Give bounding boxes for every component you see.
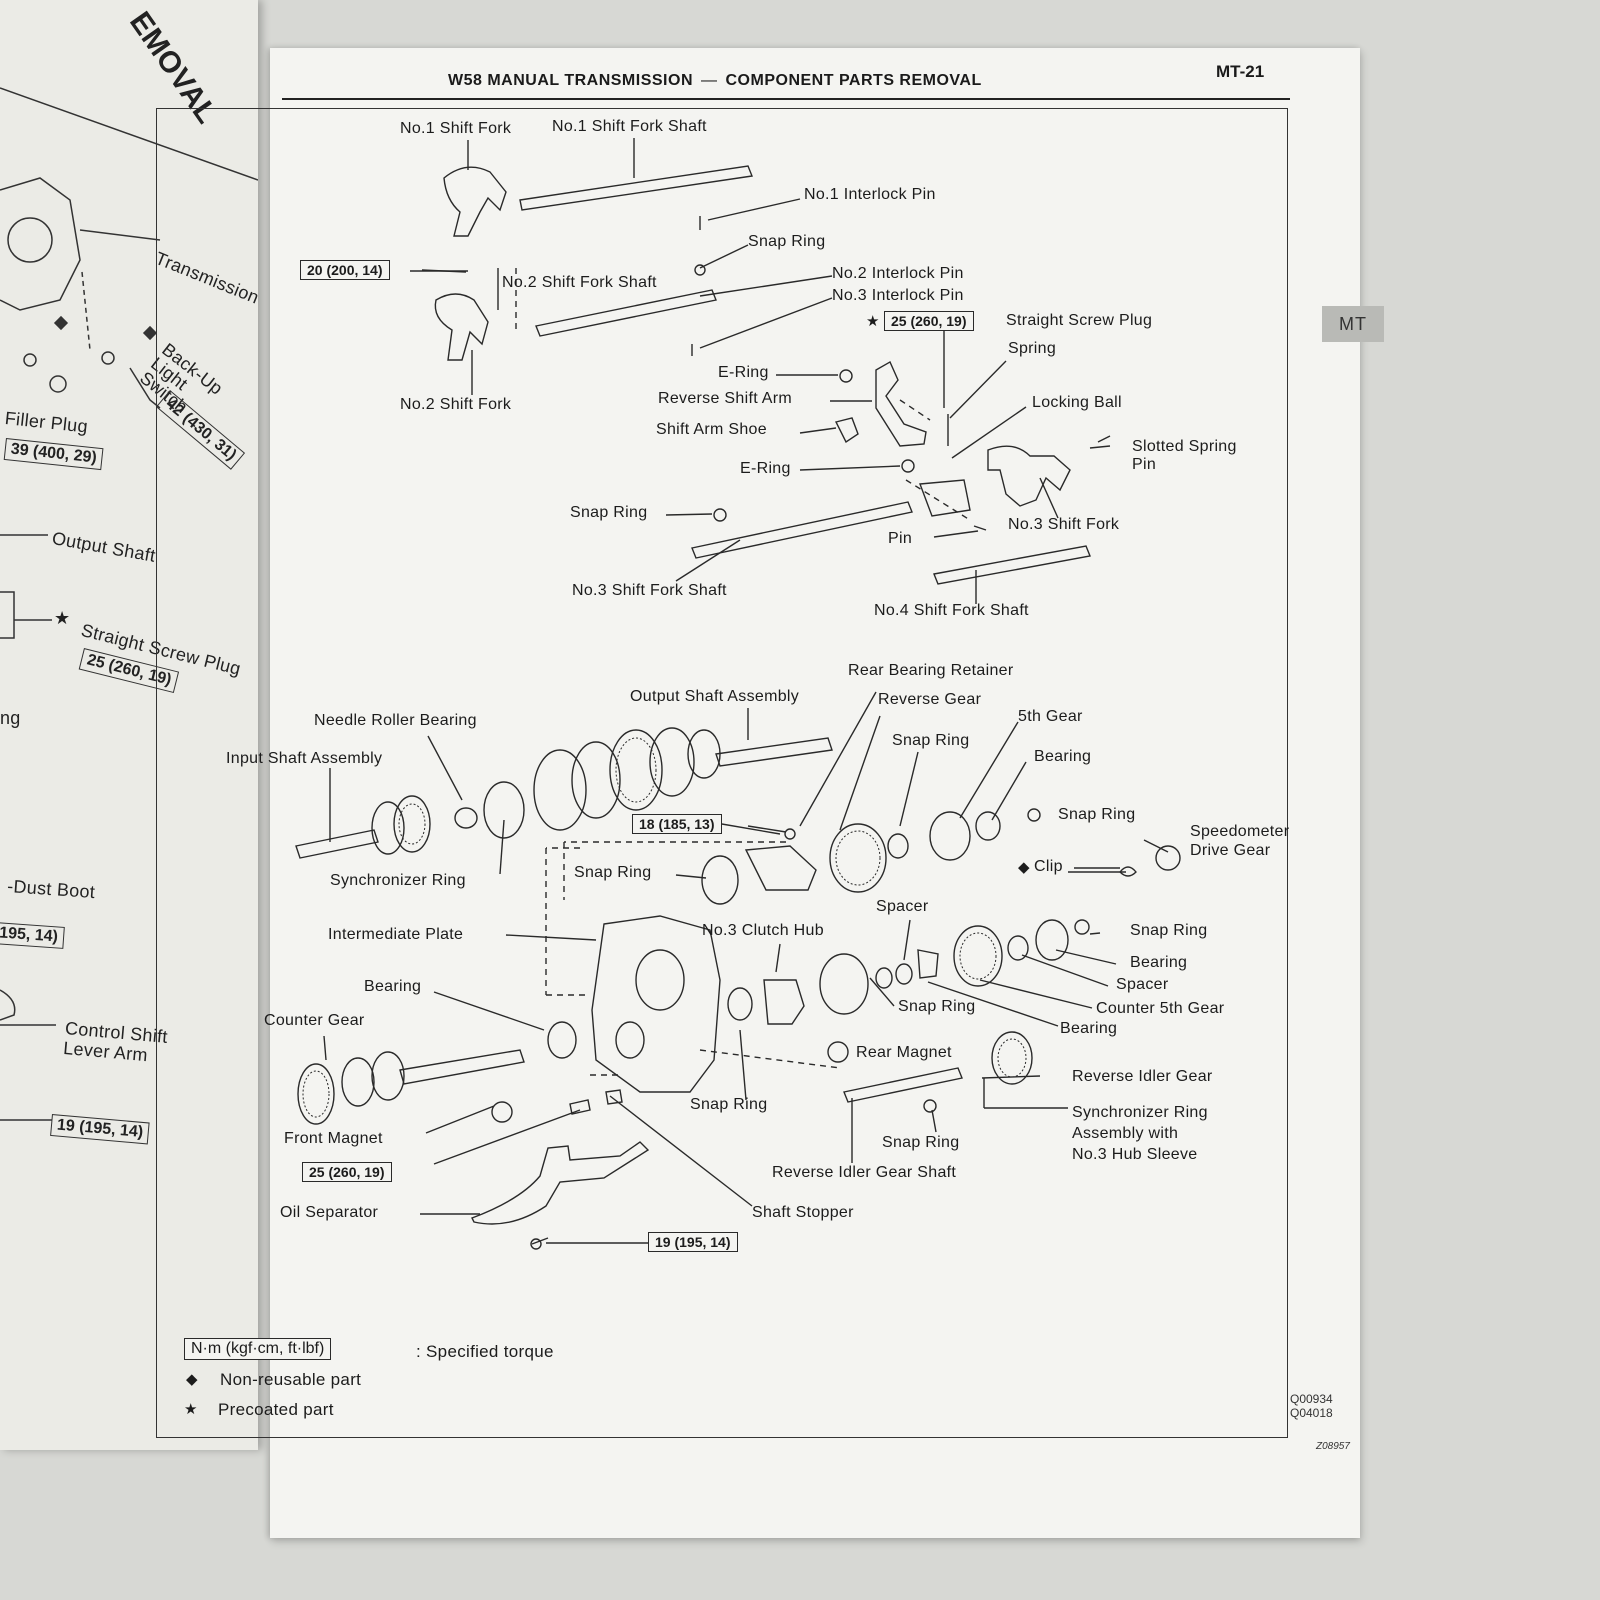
label-counter-gear: Counter Gear [264,1012,365,1029]
label-no1-shift-fork: No.1 Shift Fork [400,120,512,137]
label-slotted-spring-pin: Slotted Spring Pin [1132,438,1237,473]
label-bearing-top: Bearing [1034,748,1092,765]
label-no2-interlock-pin: No.2 Interlock Pin [832,265,964,282]
left-facing-page: EMOVAL Transmission Back-Up Light Switch… [0,0,258,1450]
label-rear-bearing-retainer: Rear Bearing Retainer [848,662,1014,679]
header-rule [282,98,1290,100]
label-snap-ring-lower: Snap Ring [690,1096,768,1113]
right-page [270,48,1360,1538]
label-synchronizer-ring: Synchronizer Ring [330,872,466,889]
figure-code: Z08957 [1316,1441,1350,1452]
legend-torque-desc: : Specified torque [416,1342,554,1361]
label-e-ring-2: E-Ring [740,460,791,477]
left-page-drawing [0,87,258,1121]
label-snap-ring-mid: Snap Ring [570,504,648,521]
torque-front-magnet: 25 (260, 19) [302,1162,392,1182]
label-clip: Clip [1034,858,1063,875]
label-synchronizer-ring-assembly: Synchronizer Ring Assembly with No.3 Hub… [1072,1104,1208,1163]
torque-screw-plug: 25 (260, 19) [884,311,974,331]
legend-star-icon: ★ [184,1401,198,1418]
label-output-shaft-assembly: Output Shaft Assembly [630,688,800,705]
label-bearing-hub: Bearing [1060,1020,1118,1037]
label-shift-arm-shoe: Shift Arm Shoe [656,421,767,438]
label-speedometer-drive-gear: Speedometer Drive Gear [1190,823,1290,859]
exploded-view-diagram [295,138,1181,1250]
label-locking-ball: Locking Ball [1032,394,1122,411]
section-tab: MT [1322,306,1384,342]
label-snap-ring-retainer: Snap Ring [574,864,652,881]
legend-precoated: Precoated part [218,1400,334,1419]
label-snap-ring-top: Snap Ring [748,233,826,250]
label-pin: Pin [888,530,913,547]
label-bearing-counter: Bearing [1130,954,1188,971]
label-shaft-stopper: Shaft Stopper [752,1204,854,1221]
header-separator: — [701,72,718,89]
header-subtitle: COMPONENT PARTS REMOVAL [725,72,982,89]
label-5th-gear: 5th Gear [1018,708,1083,725]
label-no2-shift-fork-shaft: No.2 Shift Fork Shaft [502,274,657,291]
label-straight-screw-plug: Straight Screw Plug [1006,312,1153,329]
label-no3-shift-fork: No.3 Shift Fork [1008,516,1120,533]
label-rear-magnet: Rear Magnet [856,1044,952,1061]
label-reverse-idler-gear-shaft: Reverse Idler Gear Shaft [772,1164,957,1181]
diagram-frame [156,108,1288,1438]
label-snap-ring-hub: Snap Ring [898,998,976,1015]
partial-label: ng [0,708,21,728]
label-intermediate-plate: Intermediate Plate [328,926,464,943]
label-snap-ring-5th: Snap Ring [892,732,970,749]
non-reusable-diamond-icon: ◆ [1018,859,1030,876]
label-no3-clutch-hub: No.3 Clutch Hub [702,922,824,939]
label-no4-shift-fork-shaft: No.4 Shift Fork Shaft [874,602,1029,619]
label-front-magnet: Front Magnet [284,1130,383,1147]
label-snap-ring-right: Snap Ring [1058,806,1136,823]
header-title: W58 MANUAL TRANSMISSION [448,72,693,89]
label-snap-ring-counter: Snap Ring [1130,922,1208,939]
label-input-shaft-assembly: Input Shaft Assembly [226,750,383,767]
label-no3-shift-fork-shaft: No.3 Shift Fork Shaft [572,582,727,599]
torque-retainer: 18 (185, 13) [632,814,722,834]
dust-boot-torque: 195, 14) [0,922,65,949]
precoated-star-icon: ★ [866,313,880,330]
torque-fork-bolt: 20 (200, 14) [300,260,390,280]
label-bearing-left: Bearing [364,978,422,995]
label-reverse-idler-gear: Reverse Idler Gear [1072,1068,1213,1085]
label-spacer-counter: Spacer [1116,976,1169,993]
label-reverse-shift-arm: Reverse Shift Arm [658,390,793,407]
label-no1-shift-fork-shaft: No.1 Shift Fork Shaft [552,118,707,135]
label-needle-roller-bearing: Needle Roller Bearing [314,712,477,729]
legend-non-reusable: Non-reusable part [220,1370,362,1389]
label-e-ring-1: E-Ring [718,364,769,381]
label-snap-ring-idler: Snap Ring [882,1134,960,1151]
torque-oil-separator: 19 (195, 14) [648,1232,738,1252]
page-header: W58 MANUAL TRANSMISSION — COMPONENT PARTS … [448,72,982,90]
label-spring: Spring [1008,340,1057,357]
label-spacer-top: Spacer [876,898,929,915]
label-oil-separator: Oil Separator [280,1204,379,1221]
label-no3-interlock-pin: No.3 Interlock Pin [832,287,964,304]
label-no1-interlock-pin: No.1 Interlock Pin [804,186,936,203]
legend-diamond-icon: ◆ [186,1371,198,1388]
precoated-mark-icon: ★ [54,608,71,628]
label-reverse-gear: Reverse Gear [878,691,982,708]
page-number: MT-21 [1216,62,1265,81]
reference-code-1: Q00934 [1290,1392,1333,1406]
legend-torque-box: N·m (kgf·cm, ft·lbf) [184,1338,332,1360]
label-no2-shift-fork: No.2 Shift Fork [400,396,512,413]
label-counter-5th-gear: Counter 5th Gear [1096,1000,1225,1017]
reference-code-2: Q04018 [1290,1406,1333,1420]
